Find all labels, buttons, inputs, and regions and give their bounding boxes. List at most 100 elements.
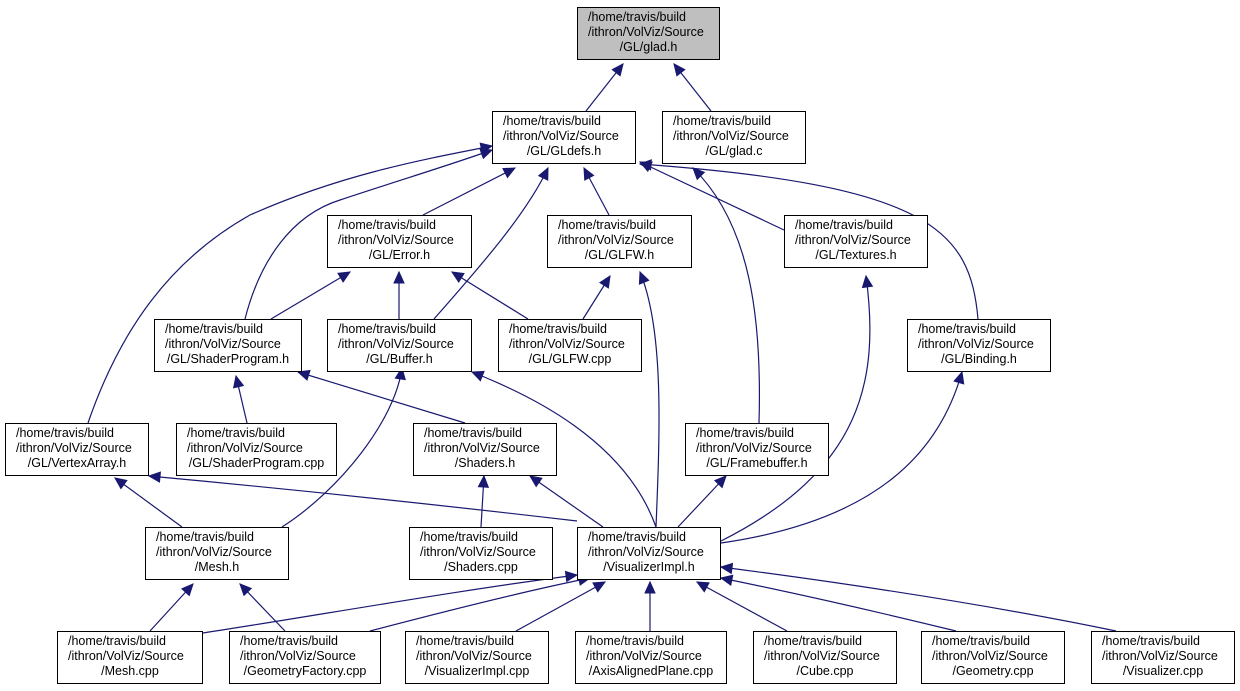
node-label-line: /home/travis/build (156, 530, 254, 544)
node-label-line: /home/travis/build (338, 322, 436, 336)
node-label-line: /home/travis/build (424, 426, 522, 440)
node-vertexarray-h[interactable]: /home/travis/build/ithron/VolViz/Source/… (5, 423, 149, 476)
arrowhead-glfw_cpp-to-glfw_h (598, 274, 611, 289)
edge-mesh_h-to-vertexarray_h (114, 477, 183, 528)
node-label-line: /ithron/VolViz/Source (338, 233, 454, 247)
node-glad-c[interactable]: /home/travis/build/ithron/VolViz/Source/… (662, 111, 806, 164)
node-label-line: /ithron/VolViz/Source (918, 337, 1034, 351)
edge-visualizerimpl_h-to-framebuffer_h (677, 475, 727, 528)
node-label-line: /home/travis/build (16, 426, 114, 440)
node-label-line: /ithron/VolViz/Source (764, 649, 880, 663)
node-label-line: /GL/glad.c (705, 144, 763, 158)
node-gldefs-h[interactable]: /home/travis/build/ithron/VolViz/Source/… (492, 111, 636, 164)
arrowhead-framebuffer_h-to-gldefs_h (692, 167, 706, 181)
node-binding-h[interactable]: /home/travis/build/ithron/VolViz/Source/… (907, 319, 1051, 372)
arrowhead-vertexarray_h-to-gldefs_h (479, 142, 494, 154)
arrowhead-visualizerimpl_h-to-vertexarray_h (147, 471, 161, 483)
node-buffer-h[interactable]: /home/travis/build/ithron/VolViz/Source/… (327, 319, 472, 372)
arrowhead-cube_cpp-to-visualizerimpl_h (695, 581, 710, 593)
node-label-line: /home/travis/build (338, 218, 436, 232)
node-label-line: /home/travis/build (503, 114, 601, 128)
node-label-line: /home/travis/build (696, 426, 794, 440)
node-label-line: /Shaders.cpp (444, 560, 518, 574)
node-label-line: /GL/GLFW.cpp (528, 352, 612, 366)
node-geometry-cpp[interactable]: /home/travis/build/ithron/VolViz/Source/… (921, 631, 1065, 684)
node-label-line: /Geometry.cpp (952, 664, 1034, 678)
node-label-line: /Visualizer.cpp (1122, 664, 1204, 678)
node-label-line: /GL/Buffer.h (366, 352, 433, 366)
node-label-line: /ithron/VolViz/Source (932, 649, 1048, 663)
node-label-line: /home/travis/build (558, 218, 656, 232)
node-label-line: /ithron/VolViz/Source (558, 233, 674, 247)
node-label-line: /home/travis/build (1102, 634, 1200, 648)
arrowhead-glfw_cpp-to-error_h (450, 271, 465, 283)
node-label-line: /home/travis/build (764, 634, 862, 648)
node-axisalignedplane-cpp[interactable]: /home/travis/build/ithron/VolViz/Source/… (575, 631, 727, 684)
node-label-line: /home/travis/build (918, 322, 1016, 336)
node-label-line: /Mesh.h (194, 560, 240, 574)
arrowhead-shaders_h-to-shaderprogram_h (296, 369, 311, 381)
edge-visualizer_cpp-to-visualizerimpl_h (720, 566, 1117, 632)
node-label-line: /ithron/VolViz/Source (420, 545, 536, 559)
node-mesh-h[interactable]: /home/travis/build/ithron/VolViz/Source/… (145, 527, 289, 580)
edge-geometryfactory_cpp-to-visualizerimpl_h (369, 577, 591, 632)
node-shaders-h[interactable]: /home/travis/build/ithron/VolViz/Source/… (413, 423, 557, 476)
node-label-line: /Cube.cpp (796, 664, 854, 678)
edge-cube_cpp-to-visualizerimpl_h (696, 581, 788, 632)
arrowhead-binding_h-to-gldefs_h (638, 159, 652, 171)
node-label-line: /ithron/VolViz/Source (586, 649, 702, 663)
node-label-line: /ithron/VolViz/Source (16, 441, 132, 455)
arrowhead-visualizerimpl_cpp-to-visualizerimpl_h (592, 581, 607, 593)
node-framebuffer-h[interactable]: /home/travis/build/ithron/VolViz/Source/… (685, 423, 829, 476)
node-label-line: /ithron/VolViz/Source (68, 649, 184, 663)
arrowhead-mesh_h-to-vertexarray_h (114, 477, 128, 490)
node-label-line: /ithron/VolViz/Source (156, 545, 272, 559)
node-label-line: /GL/Binding.h (941, 352, 1017, 366)
node-label-line: /ithron/VolViz/Source (424, 441, 540, 455)
node-glfw-cpp[interactable]: /home/travis/build/ithron/VolViz/Source/… (498, 319, 642, 372)
node-glfw-h[interactable]: /home/travis/build/ithron/VolViz/Source/… (547, 215, 692, 268)
node-visualizerimpl-h[interactable]: /home/travis/build/ithron/VolViz/Source/… (577, 527, 721, 580)
node-error-h[interactable]: /home/travis/build/ithron/VolViz/Source/… (327, 215, 472, 268)
arrowhead-visualizerimpl_h-to-framebuffer_h (713, 475, 727, 489)
edge-glfw_cpp-to-error_h (451, 271, 529, 320)
node-label-line: /home/travis/build (588, 530, 686, 544)
node-label-line: /ithron/VolViz/Source (338, 337, 454, 351)
arrowhead-visualizerimpl_h-to-glfw_h (638, 270, 650, 285)
node-label-line: /home/travis/build (586, 634, 684, 648)
edge-vertexarray_h-to-gldefs_h (87, 145, 493, 424)
edge-error_h-to-gldefs_h (422, 167, 516, 216)
node-visualizerimpl-cpp[interactable]: /home/travis/build/ithron/VolViz/Source/… (405, 631, 549, 684)
arrowhead-visualizerimpl_h-to-textures_h (861, 274, 874, 289)
edge-shaderprogram_h-to-gldefs_h (244, 149, 493, 320)
node-textures-h[interactable]: /home/travis/build/ithron/VolViz/Source/… (784, 215, 928, 268)
node-shaderprogram-cpp[interactable]: /home/travis/build/ithron/VolViz/Source/… (176, 423, 337, 476)
node-label-line: /ithron/VolViz/Source (165, 337, 281, 351)
edge-visualizerimpl_h-to-textures_h (720, 275, 871, 542)
edge-visualizerimpl_h-to-glfw_h (639, 271, 660, 528)
node-label-line: /home/travis/build (68, 634, 166, 648)
node-label-line: /Mesh.cpp (101, 664, 159, 678)
node-label-line: /home/travis/build (509, 322, 607, 336)
node-shaderprogram-h[interactable]: /home/travis/build/ithron/VolViz/Source/… (154, 319, 302, 372)
arrowhead-visualizerimpl_h-to-shaders_h (529, 475, 543, 488)
edge-geometry_cpp-to-visualizerimpl_h (720, 577, 957, 632)
node-label-line: /ithron/VolViz/Source (795, 233, 911, 247)
node-label-line: /ithron/VolViz/Source (696, 441, 812, 455)
node-cube-cpp[interactable]: /home/travis/build/ithron/VolViz/Source/… (753, 631, 897, 684)
edge-textures_h-to-gldefs_h (639, 161, 785, 231)
node-shaders-cpp[interactable]: /home/travis/build/ithron/VolViz/Source/… (409, 527, 553, 580)
arrowhead-buffer_h-to-error_h (393, 270, 405, 284)
node-glad-h[interactable]: /home/travis/build/ithron/VolViz/Source/… (577, 7, 720, 60)
node-label-line: /home/travis/build (416, 634, 514, 648)
node-label-line: /home/travis/build (673, 114, 771, 128)
node-visualizer-cpp[interactable]: /home/travis/build/ithron/VolViz/Source/… (1091, 631, 1235, 684)
edge-visualizerimpl_h-to-vertexarray_h (148, 475, 578, 522)
arrowhead-shaders_cpp-to-shaders_h (477, 474, 490, 488)
node-mesh-cpp[interactable]: /home/travis/build/ithron/VolViz/Source/… (57, 631, 203, 684)
arrowhead-mesh_cpp-to-visualizerimpl_h (564, 570, 579, 583)
node-label-line: /GL/GLFW.h (584, 248, 655, 262)
node-label-line: /home/travis/build (588, 10, 686, 24)
node-geometryfactory-cpp[interactable]: /home/travis/build/ithron/VolViz/Source/… (229, 631, 381, 684)
